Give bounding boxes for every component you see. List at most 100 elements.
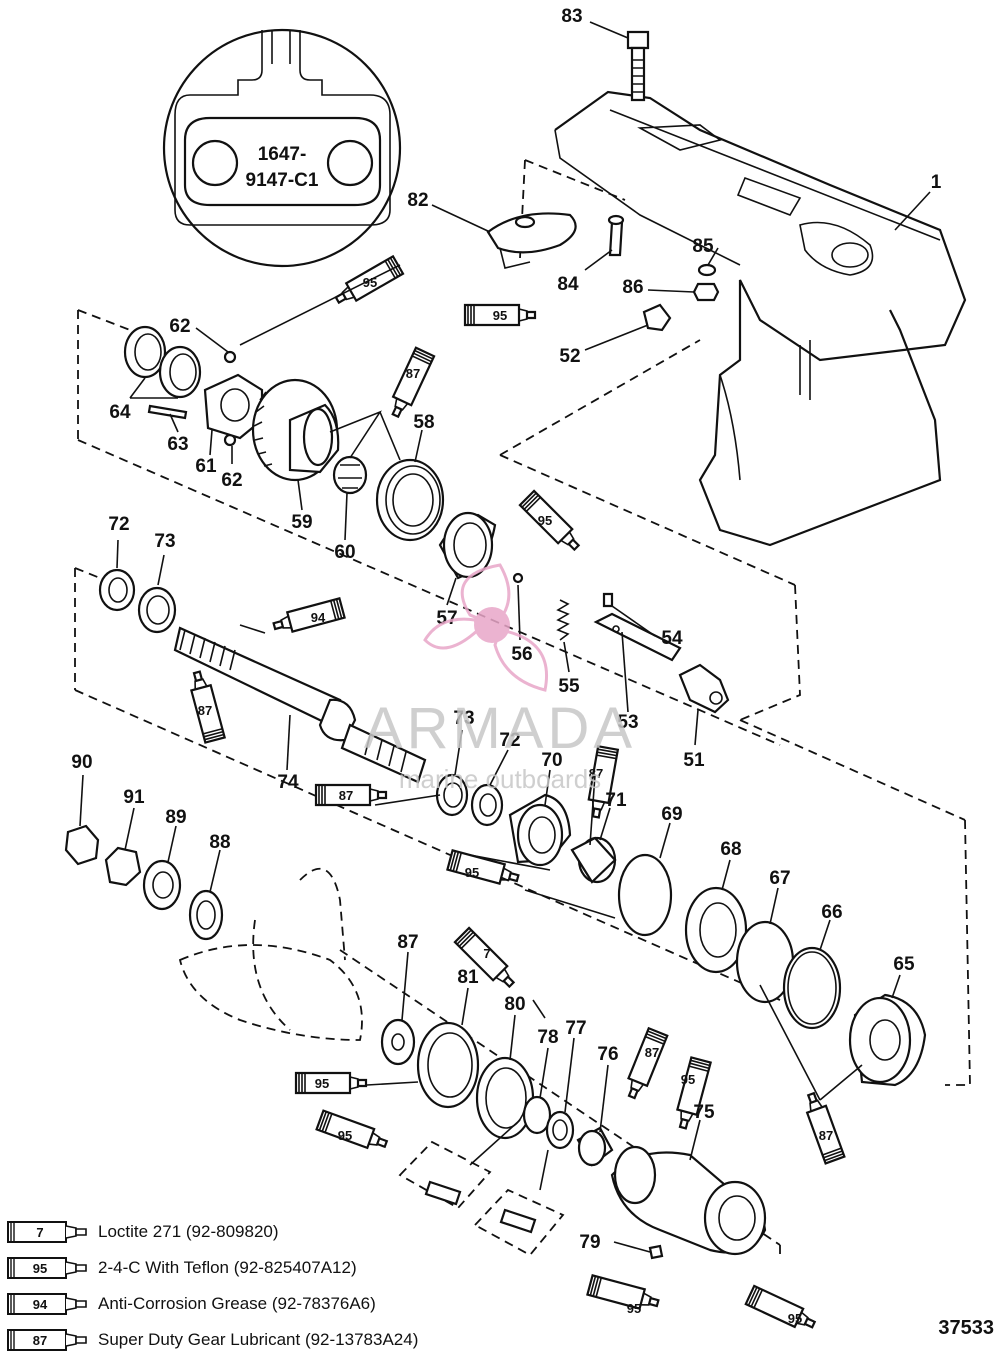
- part-label: 71: [605, 790, 627, 811]
- legend-code: 95: [33, 1261, 47, 1276]
- propeller-hardware: [64, 824, 767, 1260]
- leader-lines: [79, 21, 931, 1253]
- tube-87-e: [621, 1027, 669, 1102]
- part-label: 76: [597, 1044, 618, 1065]
- part-label: 66: [821, 902, 842, 923]
- tube-95-h: [586, 1274, 662, 1314]
- part-label: 84: [557, 274, 579, 295]
- part-label: 56: [511, 644, 532, 665]
- tube-label: 95: [681, 1072, 695, 1087]
- part-label: 85: [692, 236, 714, 257]
- tube-labels: 95 95 87 95 94 87 87 87 95 7 95 87 95 95…: [198, 275, 833, 1326]
- legend-row: 87 Super Duty Gear Lubricant (92-13783A2…: [6, 1322, 526, 1358]
- lubricant-legend: 7 Loctite 271 (92-809820) 95 2-4-C With …: [6, 1214, 526, 1358]
- tube-label: 94: [311, 610, 326, 625]
- part-label: 51: [683, 750, 705, 771]
- part-label: 89: [165, 807, 186, 828]
- part-label: 69: [661, 804, 682, 825]
- part-label: 79: [579, 1232, 600, 1253]
- tube-95-d: [446, 849, 522, 889]
- legend-text: Super Duty Gear Lubricant (92-13783A24): [98, 1330, 419, 1349]
- part-label: 62: [169, 316, 190, 337]
- legend-row: 7 Loctite 271 (92-809820): [6, 1214, 526, 1250]
- inset-label-line1: 1647-: [258, 144, 307, 165]
- legend-code: 87: [33, 1333, 47, 1348]
- part-label: 74: [277, 772, 299, 793]
- part-label: 58: [413, 412, 434, 433]
- tube-label: 95: [465, 865, 479, 880]
- tube-icon: 87: [7, 1329, 87, 1351]
- legend-code: 7: [36, 1225, 43, 1240]
- tube-label: 95: [538, 513, 552, 528]
- gear-housing: [554, 90, 967, 547]
- inset-label-line2: 9147-C1: [246, 170, 319, 191]
- tube-label: 95: [338, 1128, 352, 1143]
- part-label: 1: [931, 172, 942, 193]
- part-label: 81: [457, 967, 479, 988]
- tube-95-e: [294, 1071, 368, 1095]
- tube-label: 95: [315, 1076, 329, 1091]
- tube-95-i: [744, 1284, 819, 1335]
- part-label: 68: [720, 839, 741, 860]
- part-label: 75: [693, 1102, 715, 1123]
- tube-94: [270, 597, 346, 637]
- part-label: 73: [453, 708, 474, 729]
- inset-detail: 1647- 9147-C1: [162, 28, 402, 268]
- tube-label: 95: [627, 1301, 641, 1316]
- part-label: 67: [769, 868, 790, 889]
- legend-text: Loctite 271 (92-809820): [98, 1222, 279, 1241]
- legend-code: 94: [33, 1297, 48, 1312]
- part-label: 52: [559, 346, 580, 367]
- tube-label: 7: [483, 946, 490, 961]
- watermark-tagline: marine outboards: [399, 764, 601, 794]
- part-label: 70: [541, 750, 562, 771]
- part-label: 80: [504, 994, 525, 1015]
- part-label: 62: [221, 470, 242, 491]
- part-label: 86: [622, 277, 643, 298]
- tube-icon: 7: [7, 1221, 87, 1243]
- part-label: 72: [108, 514, 129, 535]
- part-label: 55: [558, 676, 580, 697]
- propeller-shaft-assembly: [98, 568, 927, 1087]
- part-label: 61: [195, 456, 217, 477]
- tube-label: 87: [645, 1045, 659, 1060]
- tube-label: 95: [788, 1311, 802, 1326]
- watermark-logo: [423, 563, 548, 692]
- part-label: 87: [397, 932, 418, 953]
- tube-87-a: [385, 346, 436, 421]
- part-label: 72: [499, 730, 520, 751]
- part-label: 64: [109, 402, 131, 423]
- part-label: 73: [154, 531, 175, 552]
- tube-label: 87: [339, 788, 353, 803]
- part-label: 90: [71, 752, 92, 773]
- tube-icon: 95: [7, 1257, 87, 1279]
- watermark: ARMADA marine outboards: [364, 563, 636, 794]
- tube-label: 95: [493, 308, 507, 323]
- part-label: 77: [565, 1018, 586, 1039]
- part-label: 53: [617, 712, 638, 733]
- part-label: 78: [537, 1027, 558, 1048]
- figure-number: 37533: [938, 1317, 994, 1339]
- tube-label: 87: [198, 703, 212, 718]
- legend-text: 2-4-C With Teflon (92-825407A12): [98, 1258, 357, 1277]
- tube-label: 87: [406, 366, 420, 381]
- part-label: 83: [561, 6, 582, 27]
- part-label: 65: [893, 954, 915, 975]
- legend-text: Anti-Corrosion Grease (92-78376A6): [98, 1294, 376, 1313]
- part-label: 63: [167, 434, 188, 455]
- watermark-brand: ARMADA: [364, 696, 636, 761]
- part-label: 82: [407, 190, 428, 211]
- part-label: 60: [334, 542, 355, 563]
- tube-label: 87: [589, 766, 603, 781]
- part-label: 91: [123, 787, 145, 808]
- part-label: 54: [661, 628, 683, 649]
- part-labels: 83 1 82 84 85 86 52 62 64 63 61 62 59 60…: [71, 6, 941, 1253]
- part-label: 59: [291, 512, 312, 533]
- part-label: 88: [209, 832, 230, 853]
- tube-label: 87: [819, 1128, 833, 1143]
- legend-row: 95 2-4-C With Teflon (92-825407A12): [6, 1250, 526, 1286]
- tube-icon: 94: [7, 1293, 87, 1315]
- tube-95-g: [315, 1109, 391, 1155]
- legend-row: 94 Anti-Corrosion Grease (92-78376A6): [6, 1286, 526, 1322]
